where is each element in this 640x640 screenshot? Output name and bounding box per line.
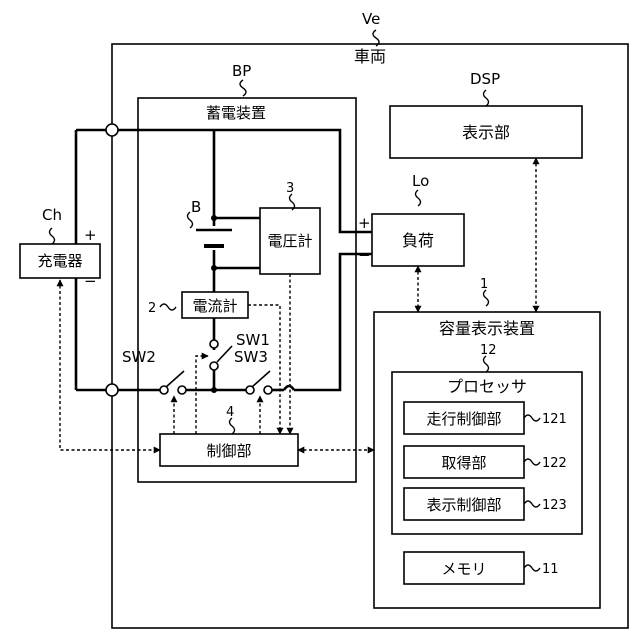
- sw1-label: SW1: [236, 331, 270, 349]
- controller-label: 制御部: [206, 442, 251, 460]
- vehicle-label: 車両: [354, 47, 386, 66]
- charger-label: 充電器: [37, 252, 82, 270]
- processor: プロセッサ 12 走行制御部 121 取得部 122 表示制御部 123: [392, 343, 582, 534]
- sw3-label: SW3: [234, 348, 268, 366]
- battery-pack-ref: BP: [232, 62, 251, 80]
- display-label: 表示部: [462, 123, 510, 142]
- sw2-label: SW2: [122, 348, 156, 366]
- load-minus: −: [358, 246, 371, 264]
- processor-unit-2-label: 取得部: [441, 454, 486, 472]
- terminal-bottom: [106, 384, 118, 396]
- vehicle-ref: Ve: [362, 10, 380, 28]
- charger-ref: Ch: [42, 206, 62, 224]
- battery-pack: 蓄電装置 BP: [138, 62, 356, 482]
- charger-plus: +: [84, 226, 97, 244]
- processor-label: プロセッサ: [447, 377, 527, 396]
- charger: 充電器 Ch + −: [20, 206, 100, 290]
- ammeter-label: 電流計: [192, 297, 237, 315]
- capacity-display-ref: 1: [480, 277, 488, 292]
- controller-ref: 4: [226, 405, 234, 420]
- terminal-top: [106, 124, 118, 136]
- processor-unit-2-ref: 122: [542, 456, 567, 471]
- memory-label: メモリ: [441, 560, 486, 578]
- load-ref: Lo: [412, 172, 429, 190]
- charger-minus: −: [84, 272, 97, 290]
- battery-ref: B: [191, 198, 201, 216]
- voltmeter-label: 電圧計: [267, 232, 312, 250]
- display-ref: DSP: [470, 70, 500, 88]
- processor-unit-1-label: 走行制御部: [426, 410, 501, 428]
- processor-ref: 12: [480, 343, 497, 358]
- battery-pack-label: 蓄電装置: [206, 104, 266, 122]
- processor-unit-3-label: 表示制御部: [426, 496, 501, 514]
- processor-unit-3-ref: 123: [542, 498, 567, 513]
- memory-ref: 11: [542, 562, 559, 577]
- processor-unit-1-ref: 121: [542, 412, 567, 427]
- voltmeter-ref: 3: [286, 181, 294, 196]
- ammeter-ref: 2: [148, 301, 156, 316]
- load-label: 負荷: [402, 231, 434, 250]
- capacity-display-label: 容量表示装置: [439, 319, 535, 338]
- load-plus: +: [358, 214, 371, 232]
